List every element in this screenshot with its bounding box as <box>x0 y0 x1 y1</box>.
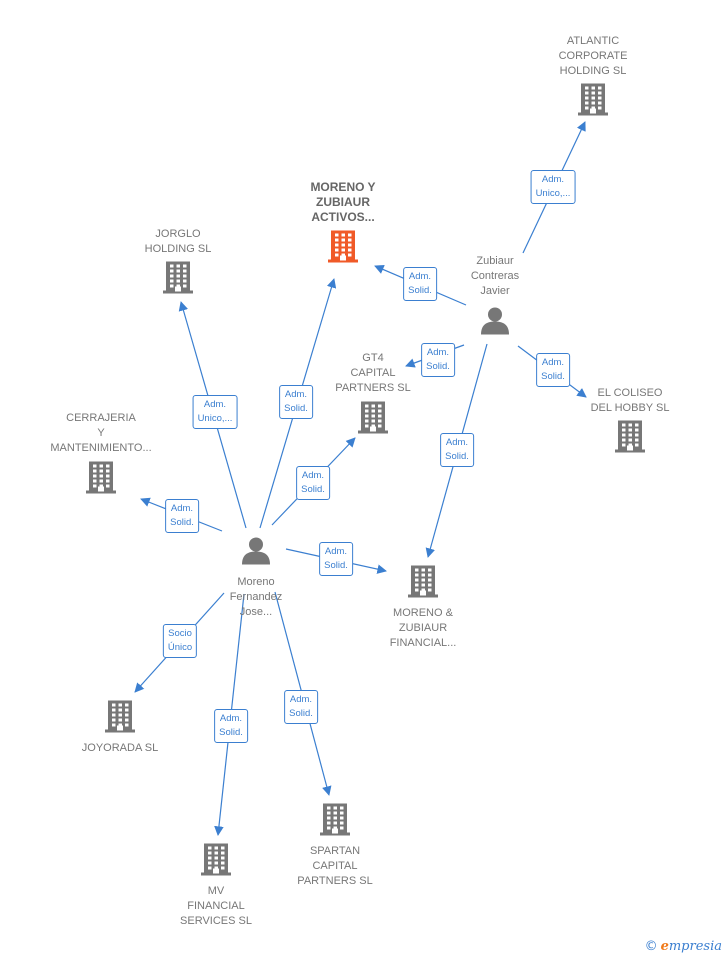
empresia-logo: ©empresia <box>644 939 722 954</box>
building-icon[interactable] <box>328 229 358 268</box>
building-icon[interactable] <box>163 260 193 299</box>
edge-label-zubiaur-to-gt4[interactable]: Adm.Solid. <box>421 343 455 377</box>
edge-label-moreno-to-spartan[interactable]: Adm.Solid. <box>284 690 318 724</box>
building-icon[interactable] <box>358 400 388 439</box>
edge-label-zubiaur-to-moreno_zubiaur_activos[interactable]: Adm.Solid. <box>403 267 437 301</box>
edge-label-moreno-to-cerrajeria[interactable]: Adm.Solid. <box>165 499 199 533</box>
edge-label-moreno-to-gt4[interactable]: Adm.Solid. <box>296 466 330 500</box>
person-icon[interactable] <box>480 307 510 340</box>
building-icon[interactable] <box>408 564 438 603</box>
building-icon[interactable] <box>105 699 135 738</box>
building-icon[interactable] <box>201 842 231 881</box>
edge-label-moreno-to-jorglo[interactable]: Adm.Unico,... <box>192 395 238 429</box>
edge-label-zubiaur-to-coliseo[interactable]: Adm.Solid. <box>536 353 570 387</box>
building-icon[interactable] <box>578 82 608 121</box>
edge-label-moreno-to-mv[interactable]: Adm.Solid. <box>214 709 248 743</box>
node-label-joyorada[interactable]: JOYORADA SL <box>81 742 159 754</box>
edge-label-zubiaur-to-atlantic[interactable]: Adm.Unico,... <box>530 170 576 204</box>
edge-label-zubiaur-to-moreno_zubiaur_financial[interactable]: Adm.Solid. <box>440 433 474 467</box>
edge-label-moreno-to-moreno_zubiaur_activos[interactable]: Adm.Solid. <box>279 385 313 419</box>
building-icon[interactable] <box>615 419 645 458</box>
copyright-icon: © <box>644 939 658 954</box>
edge-label-moreno-to-moreno_zubiaur_financial[interactable]: Adm.Solid. <box>319 542 353 576</box>
building-icon[interactable] <box>86 460 116 499</box>
building-icon[interactable] <box>320 802 350 841</box>
person-icon[interactable] <box>241 537 271 570</box>
